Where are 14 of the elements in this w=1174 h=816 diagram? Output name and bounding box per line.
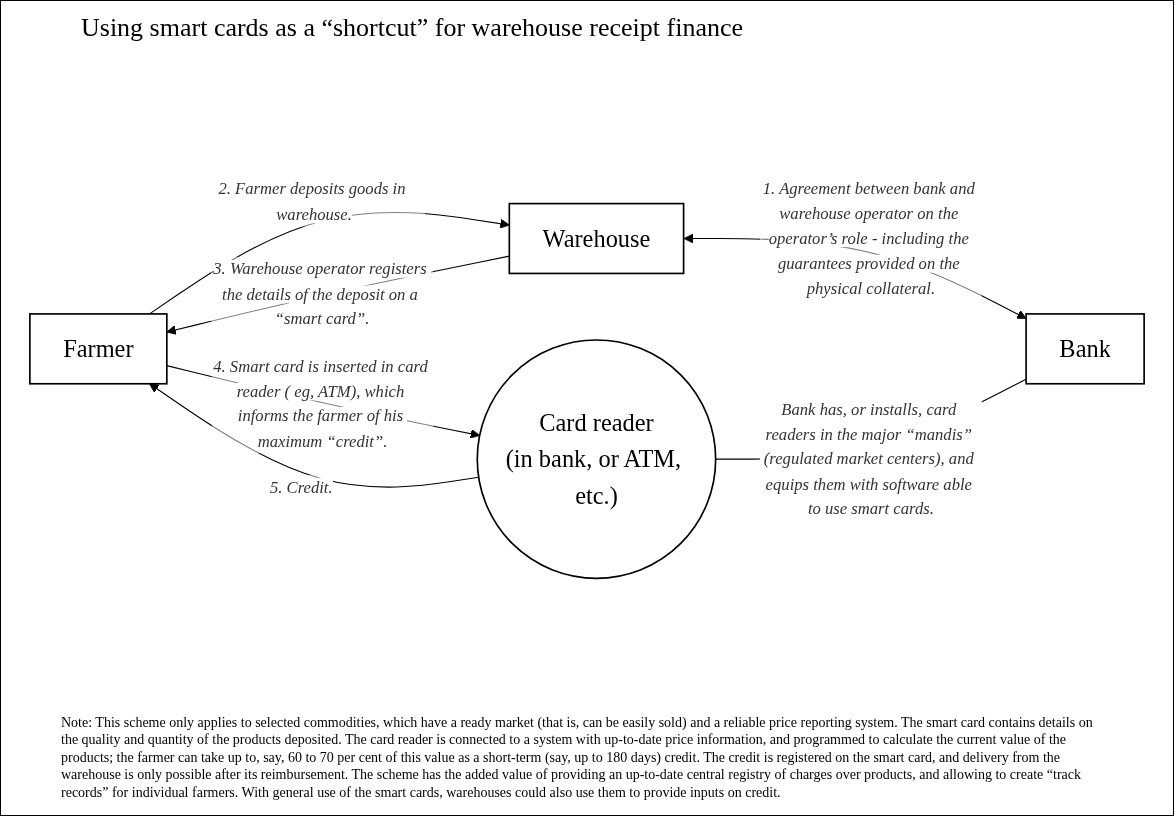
diagram-title: Using smart cards as a “shortcut” for warehouse receipt finance xyxy=(81,13,744,43)
note-text: Note: This scheme only applies to selected commodities, which have a ready market (that is, can be easily sold) and a reliable price reporting system. The smart card contains details on the quality and quantity of the products deposited. The card reader is connected to a system with up-to-date price information, and programmed to calculate the current value of the products; the farmer can take up to, say, 60 to 70 per cent of this value as a short-term (say, up to 180 days) credit. The credit is registered on the smart card, and delivery from the warehouse is only possible after its reimbursement. The scheme has the added value of providing an up-to-date central registry of charges over products, and allowing to create “track records” for individual farmers. With general use of the smart cards, warehouses could also use them to provide inputs on credit. xyxy=(61,713,1094,801)
edge-label: 1. Agreement between bank and warehouse operator on the operator’s role - including the guarantees provided on the physical collateral. xyxy=(762,179,975,298)
edge-label: 2. Farmer deposits goods in warehouse. xyxy=(218,180,406,223)
node-box: Bank xyxy=(1025,313,1145,385)
node-circle: Card reader (in bank, or ATM, etc.) xyxy=(476,339,717,580)
node-box: Warehouse xyxy=(508,202,685,275)
arrow xyxy=(166,255,510,335)
edge-label: 3. Warehouse operator registers the details of the deposit on a “smart card”. xyxy=(213,260,427,328)
edge-label: 4. Smart card is inserted in card reader ( eg, ATM), which informs the farmer of his maximum “credit”. xyxy=(213,357,428,450)
edge-label: Bank has, or installs, card readers in the major “mandis” (regulated market centers), and equips them with software able to use smart cards. xyxy=(763,400,974,518)
arrow xyxy=(149,383,480,488)
edge-label: 5. Credit. xyxy=(269,478,333,496)
node-box: Farmer xyxy=(29,313,168,385)
